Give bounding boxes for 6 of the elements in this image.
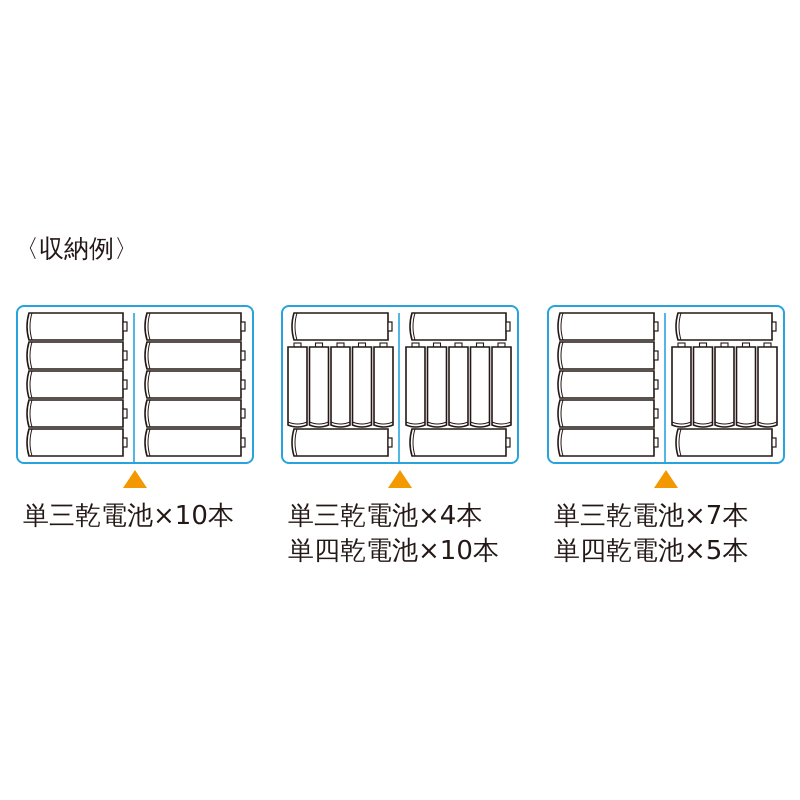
node-label: 単三乾電池×7本 [554, 500, 748, 533]
node-label: 単四乾電池×10本 [288, 535, 499, 568]
node-label: 単四乾電池×5本 [554, 535, 748, 568]
node-label: 単三乾電池×10本 [23, 500, 234, 533]
node-label: 単三乾電池×4本 [288, 500, 482, 533]
heading: 〈収納例〉 [14, 233, 139, 265]
